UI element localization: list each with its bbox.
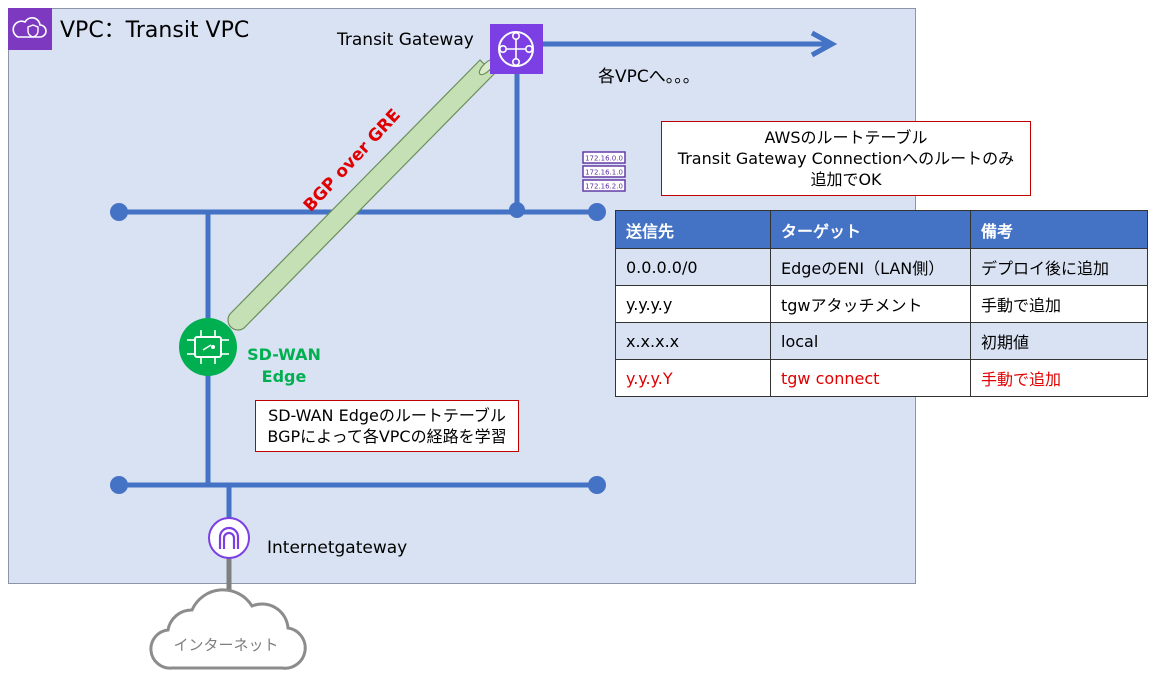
aws-note-line3: 追加でOK xyxy=(810,170,882,189)
header-remarks: 備考 xyxy=(970,210,1148,249)
node-dot xyxy=(588,203,606,221)
cell-destination: y.y.y.Y xyxy=(615,359,771,397)
node-dot xyxy=(588,476,606,494)
sdwan-label-line1: SD-WAN xyxy=(247,345,321,364)
aws-route-table-note: AWSのルートテーブル Transit Gateway Connectionへの… xyxy=(661,121,1031,196)
cell-target: tgw connect xyxy=(770,359,971,397)
cell-destination: x.x.x.x xyxy=(615,322,771,360)
sdwan-edge-icon xyxy=(179,318,237,376)
internet-gateway-icon xyxy=(208,517,250,559)
to-vpcs-label: 各VPCへ。。。 xyxy=(598,67,700,87)
svg-text:172.16.1.0: 172.16.1.0 xyxy=(585,169,623,177)
cell-destination: 0.0.0.0/0 xyxy=(615,248,771,286)
edge-route-table-note: SD-WAN Edgeのルートテーブル BGPによって各VPCの経路を学習 xyxy=(255,400,519,452)
route-table-icon: 172.16.0.0 172.16.1.0 172.16.2.0 xyxy=(582,151,626,192)
table-row: 0.0.0.0/0 EdgeのENI（LAN側） デプロイ後に追加 xyxy=(615,248,1148,286)
aws-route-table: 送信先 ターゲット 備考 0.0.0.0/0 EdgeのENI（LAN側） デプ… xyxy=(615,210,1148,397)
header-destination: 送信先 xyxy=(615,210,771,249)
svg-text:172.16.0.0: 172.16.0.0 xyxy=(585,155,623,163)
svg-text:172.16.2.0: 172.16.2.0 xyxy=(585,183,623,191)
node-dot xyxy=(509,202,525,218)
edge-note-line2: BGPによって各VPCの経路を学習 xyxy=(267,427,507,446)
cell-destination: y.y.y.y xyxy=(615,285,771,323)
aws-note-line1: AWSのルートテーブル xyxy=(764,128,928,147)
internet-gateway-label: Internetgateway xyxy=(267,538,408,558)
cell-target: EdgeのENI（LAN側） xyxy=(770,248,971,286)
sdwan-label-line2: Edge xyxy=(261,367,307,386)
to-vpcs-arrow xyxy=(543,30,838,58)
table-row-highlighted: y.y.y.Y tgw connect 手動で追加 xyxy=(615,359,1148,397)
cell-remarks: 初期値 xyxy=(970,322,1148,360)
internet-label: インターネット xyxy=(173,636,278,654)
cell-remarks: 手動で追加 xyxy=(970,285,1148,323)
node-dot xyxy=(110,203,128,221)
cell-target: tgwアタッチメント xyxy=(770,285,971,323)
cell-remarks: 手動で追加 xyxy=(970,359,1148,397)
table-row: x.x.x.x local 初期値 xyxy=(615,322,1148,360)
sdwan-edge-label: SD-WAN Edge xyxy=(242,344,326,388)
node-dot xyxy=(110,476,128,494)
cell-remarks: デプロイ後に追加 xyxy=(970,248,1148,286)
header-target: ターゲット xyxy=(770,210,971,249)
cell-target: local xyxy=(770,322,971,360)
transit-gateway-icon xyxy=(490,24,543,74)
bgp-gre-tunnel xyxy=(227,58,496,331)
aws-note-line2: Transit Gateway Connectionへのルートのみ xyxy=(677,149,1015,168)
vpc-icon xyxy=(8,8,52,50)
internet-cloud-icon: インターネット xyxy=(149,588,307,670)
transit-gateway-label: Transit Gateway xyxy=(337,30,474,50)
table-header-row: 送信先 ターゲット 備考 xyxy=(615,210,1148,249)
vpc-title: VPC：Transit VPC xyxy=(60,18,250,43)
edge-note-line1: SD-WAN Edgeのルートテーブル xyxy=(268,406,506,425)
table-row: y.y.y.y tgwアタッチメント 手動で追加 xyxy=(615,285,1148,323)
